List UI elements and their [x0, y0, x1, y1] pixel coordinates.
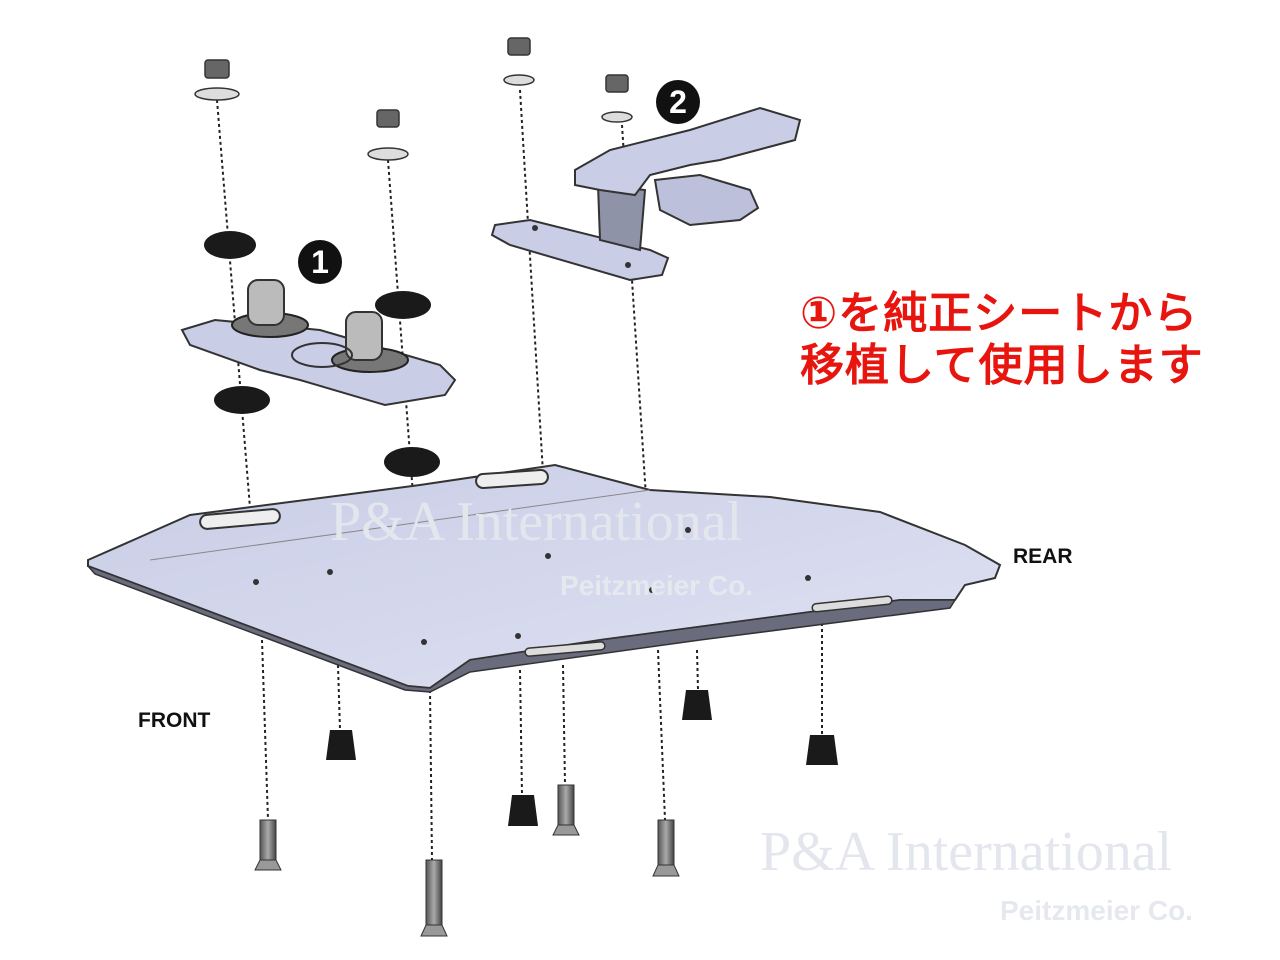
part-marker-1: 1 [298, 240, 342, 284]
countersunk-bolts [254, 784, 680, 937]
note-line-2: 移植して使用します [800, 341, 1204, 390]
rubber-bushings [204, 231, 440, 477]
base-plate [87, 463, 1002, 693]
part-marker-2: 2 [656, 80, 700, 124]
installation-note: ①を純正シートから 移植して使用します [800, 288, 1204, 392]
hook-bracket [490, 106, 802, 282]
nuts-and-washers [194, 37, 633, 161]
note-line-1: ①を純正シートから [800, 289, 1199, 338]
front-label: FRONT [138, 709, 211, 732]
seat-latch-bracket [180, 279, 457, 407]
rear-label: REAR [1013, 545, 1073, 568]
push-rivets [326, 690, 838, 826]
